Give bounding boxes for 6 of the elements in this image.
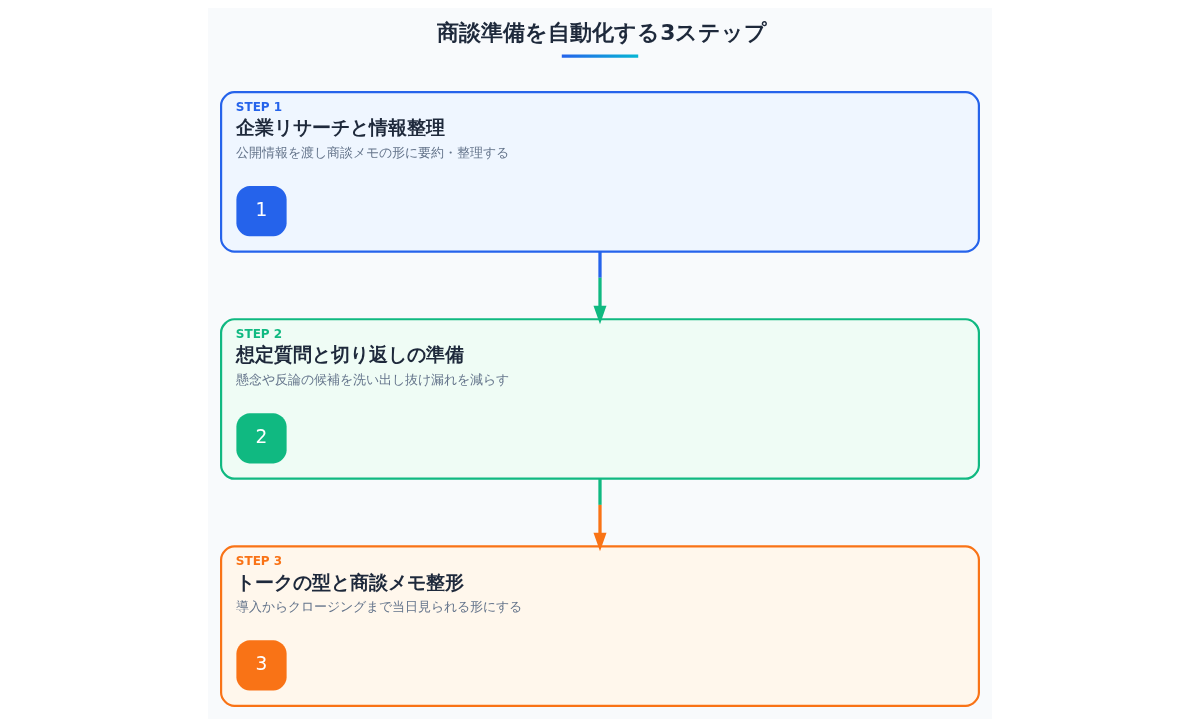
node-box: 1 [236,186,287,237]
node-box: 3 [236,640,287,691]
arrow [593,251,607,325]
diagram-title: 商談準備を自動化する3ステップ [437,20,768,46]
arrow [593,478,607,552]
node-box: 2 [236,413,287,464]
